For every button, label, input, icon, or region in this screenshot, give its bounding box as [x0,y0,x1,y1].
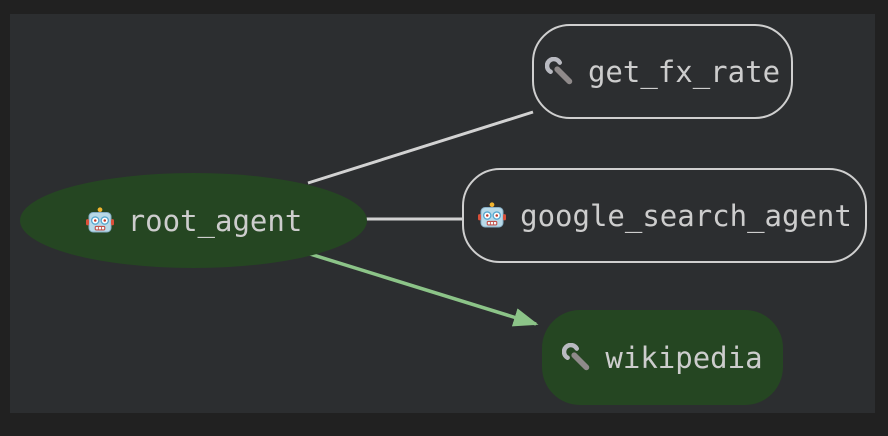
node-label: root_agent [127,203,303,238]
node-google-search-agent[interactable]: google_search_agent [462,168,867,263]
node-label: wikipedia [605,340,763,375]
node-wikipedia[interactable]: wikipedia [542,310,783,405]
node-get-fx-rate[interactable]: get_fx_rate [532,24,793,119]
node-label: google_search_agent [520,198,852,233]
robot-icon [85,206,115,236]
wrench-icon [544,56,575,87]
wrench-icon [562,342,592,373]
node-root-agent[interactable]: root_agent [20,173,367,268]
robot-icon [477,201,507,231]
node-label: get_fx_rate [587,54,781,89]
